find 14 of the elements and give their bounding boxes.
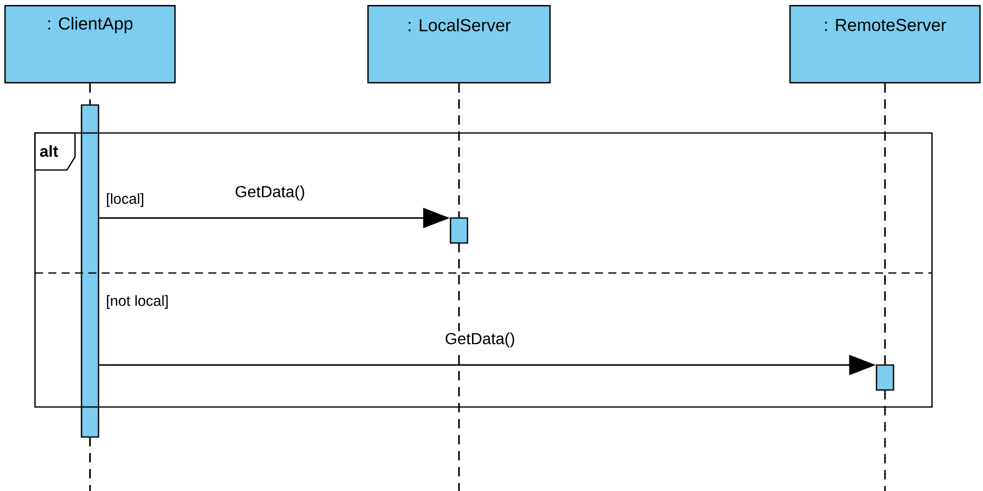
lifeline [458,83,460,218]
lifeline-head-box: : LocalServer [367,5,551,84]
lifeline-head-box: : RemoteServer [789,5,981,84]
guard-label: [local] [103,190,147,210]
guard-label: [not local] [103,292,172,312]
activation-bar [450,217,468,244]
lifeline [884,83,886,364]
operator-tab: alt [34,132,76,171]
activation-bar [876,364,894,391]
message-label: GetData() [234,184,306,202]
activation-bar [80,104,100,438]
lifeline-head-box: : ClientApp [4,5,176,84]
message-label: GetData() [444,331,516,349]
lifeline [89,83,91,104]
